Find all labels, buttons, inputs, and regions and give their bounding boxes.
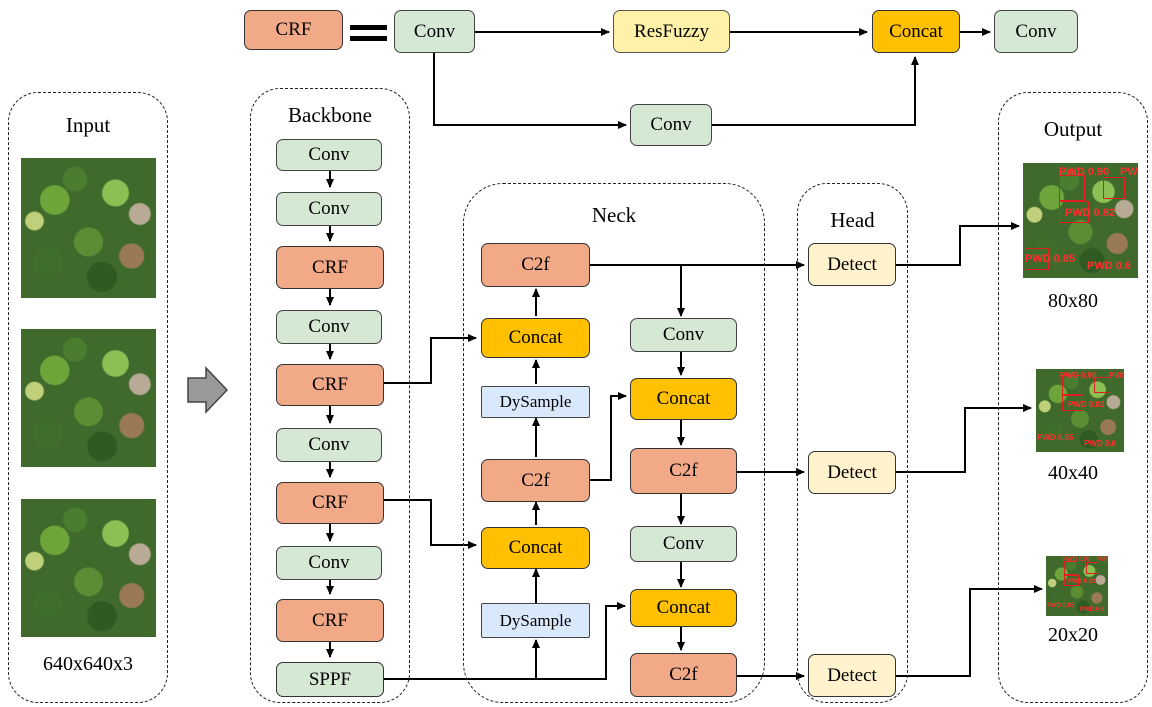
head-title: Head: [830, 208, 875, 232]
output-size-20: 20x20: [1048, 624, 1098, 646]
arrow-detect1-out: [896, 222, 1020, 266]
legend-concat: Concat: [872, 10, 960, 53]
backbone-crf-2: CRF: [276, 364, 384, 406]
arrow-detect3-out: [896, 585, 1043, 677]
head-detect-3: Detect: [808, 654, 896, 697]
legend-conv-in: Conv: [394, 10, 475, 53]
neck-concat-4: Concat: [630, 589, 737, 627]
input-image-1: [21, 158, 156, 298]
arrow-crf2-concat1: [384, 334, 477, 384]
neck-conv-b: Conv: [630, 526, 737, 562]
input-size-label: 640x640x3: [43, 653, 133, 675]
neck-concat-3: Concat: [630, 378, 737, 420]
flow-arrow-icon: [187, 366, 229, 414]
neck-c2f-b: C2f: [630, 448, 737, 494]
output-panel: [998, 92, 1148, 703]
input-title: Input: [65, 113, 111, 137]
output-title: Output: [1043, 117, 1103, 141]
equals-sign: [350, 25, 387, 30]
backbone-conv-5: Conv: [276, 546, 382, 580]
head-panel: [797, 183, 908, 703]
arrow-crf3-concat2: [384, 499, 477, 549]
neck-title: Neck: [591, 203, 637, 227]
neck-concat-1: Concat: [481, 318, 590, 358]
backbone-conv-3: Conv: [276, 310, 382, 344]
arrow-conv-branch: [433, 52, 627, 129]
neck-panel: [463, 183, 765, 703]
output-size-80: 80x80: [1048, 290, 1098, 312]
neck-conv-a: Conv: [630, 318, 737, 352]
output-image-80: PWD 0.90 PWD PWD 0.82 PWD 0.85 PWD 0.6: [1023, 163, 1138, 278]
output-size-40: 40x40: [1048, 462, 1098, 484]
neck-c2f-c: C2f: [630, 653, 737, 697]
input-panel: [8, 92, 168, 703]
arrow-sppf-concat4: [536, 602, 626, 680]
backbone-crf-4: CRF: [276, 599, 384, 642]
head-detect-1: Detect: [808, 243, 896, 286]
neck-c2f-top: C2f: [481, 243, 590, 287]
arrow-branch-concat: [712, 56, 919, 126]
arrow-c2f-concat3: [590, 392, 627, 481]
backbone-crf-1: CRF: [276, 246, 384, 289]
input-image-2: [21, 329, 156, 467]
output-image-20: PWD 0.90 PWD PWD 0.82 PWD 0.85 PWD 0.6: [1046, 556, 1108, 616]
legend-conv-branch: Conv: [630, 104, 712, 146]
input-image-3: [21, 499, 156, 637]
neck-dysample-1: DySample: [481, 386, 590, 418]
legend-conv-out: Conv: [994, 10, 1078, 53]
output-image-40: PWD 0.90 PWD PWD 0.82 PWD 0.85 PWD 0.6: [1036, 369, 1124, 452]
legend-crf: CRF: [244, 10, 343, 50]
backbone-conv-2: Conv: [276, 192, 382, 226]
neck-concat-2: Concat: [481, 527, 590, 569]
backbone-title: Backbone: [288, 103, 372, 127]
backbone-conv-1: Conv: [276, 139, 382, 171]
neck-dysample-2: DySample: [481, 603, 590, 638]
neck-c2f-mid: C2f: [481, 459, 590, 502]
backbone-sppf: SPPF: [276, 662, 384, 697]
head-detect-2: Detect: [808, 451, 896, 494]
backbone-crf-3: CRF: [276, 482, 384, 524]
backbone-panel: [250, 88, 410, 703]
backbone-conv-4: Conv: [276, 428, 382, 462]
legend-resfuzzy: ResFuzzy: [613, 10, 730, 53]
